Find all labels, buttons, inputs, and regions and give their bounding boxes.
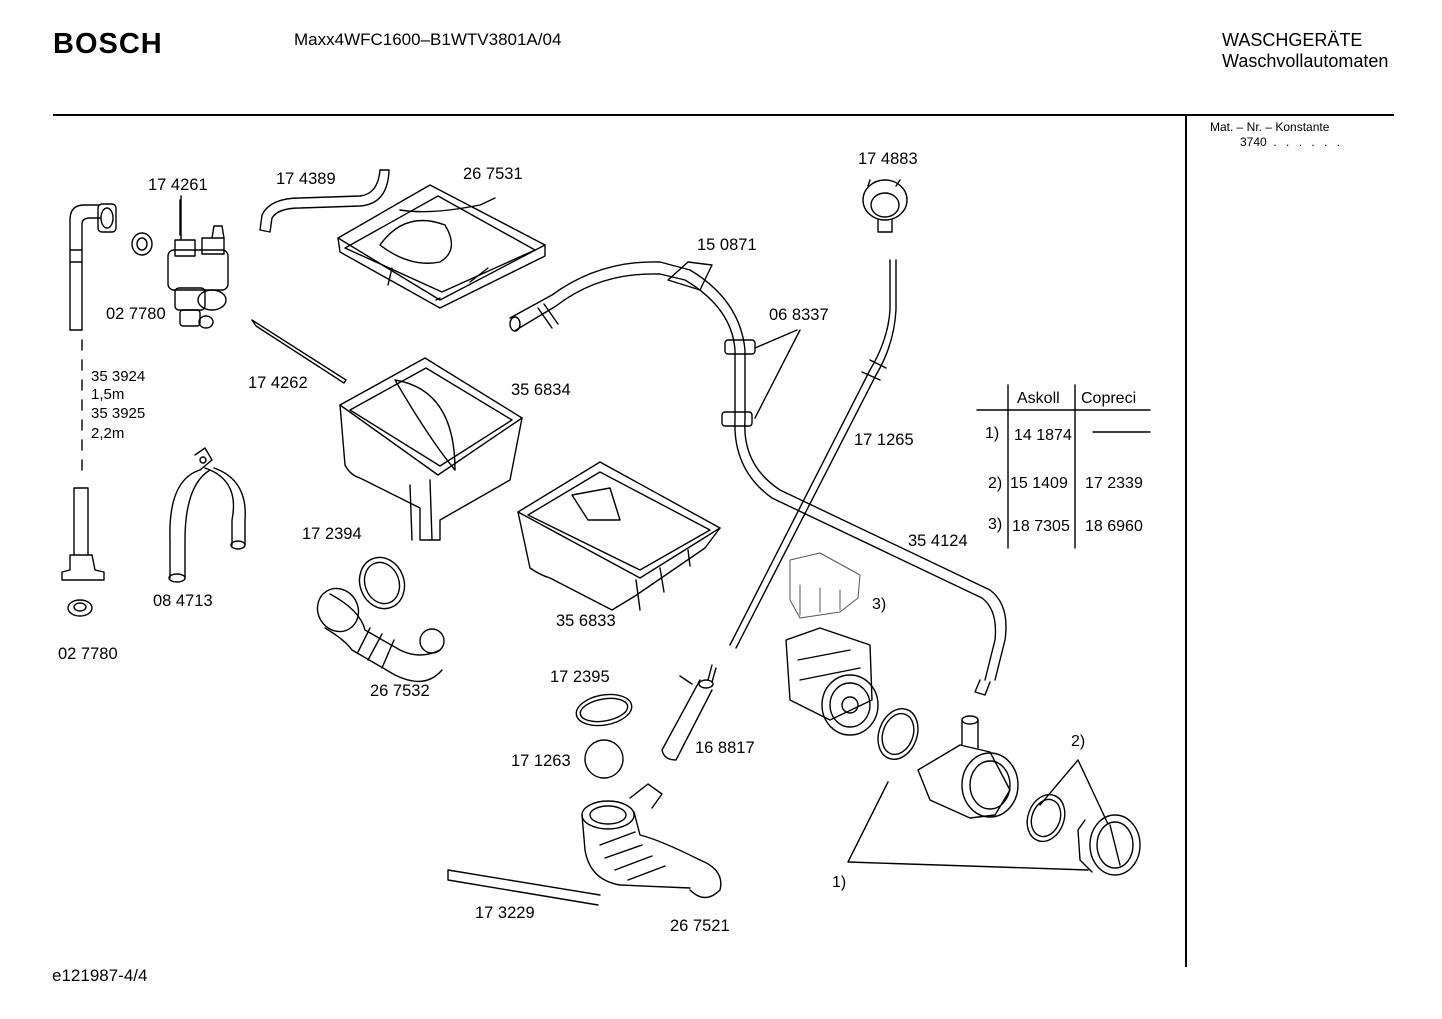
drain-pump xyxy=(786,628,878,735)
part-label-356834: 35 6834 xyxy=(511,381,571,399)
part-label-168817: 16 8817 xyxy=(695,739,755,757)
table-cell-askoll: 15 1409 xyxy=(1010,475,1068,492)
pump-cover xyxy=(790,553,860,618)
table-cell-copreci: 17 2339 xyxy=(1085,475,1143,492)
part-label-084713: 08 4713 xyxy=(153,592,213,610)
footnote-marker-2: 2) xyxy=(1071,733,1086,750)
part-label-354124: 35 4124 xyxy=(908,532,968,550)
brand-logo: BOSCH xyxy=(53,28,163,60)
part-label-027780-lower: 02 7780 xyxy=(58,645,118,663)
part-label-174883: 17 4883 xyxy=(858,150,918,168)
pressure-switch xyxy=(863,180,907,232)
footnote-marker-3: 3) xyxy=(872,596,887,613)
mat-nr-number: 3740 xyxy=(1240,135,1267,149)
inlet-hose-lower-end xyxy=(62,488,104,580)
mat-nr-value: 3740 . . . . . . xyxy=(1240,135,1343,149)
part-label-173229: 17 3229 xyxy=(475,904,535,922)
inlet-valve xyxy=(168,200,228,328)
header-divider xyxy=(53,114,1394,116)
lint-filter xyxy=(1078,815,1140,875)
part-label-267521: 26 7521 xyxy=(670,917,730,935)
part-label-267531: 26 7531 xyxy=(463,165,523,183)
leader-line-note-1 xyxy=(848,782,1088,870)
table-cell-copreci: 18 6960 xyxy=(1085,518,1143,535)
part-label-172395: 17 2395 xyxy=(550,668,610,686)
table-row-mark: 2) xyxy=(988,475,1003,492)
hose-length-1-5m: 1,5m xyxy=(91,386,125,403)
mat-nr-label: Mat. – Nr. – Konstante xyxy=(1210,120,1330,134)
table-cell-askoll: 18 7305 xyxy=(1012,518,1070,535)
table-header-copreci: Copreci xyxy=(1081,390,1137,407)
document-id: e121987-4/4 xyxy=(52,966,148,985)
drawer-housing-lower xyxy=(518,462,720,610)
part-label-174389: 17 4389 xyxy=(276,170,336,188)
connector-tube xyxy=(252,320,346,383)
drawer-cover xyxy=(338,185,545,308)
pump-gasket-ring xyxy=(871,703,924,765)
part-label-356833: 35 6833 xyxy=(556,612,616,630)
part-label-174262: 17 4262 xyxy=(248,374,308,392)
pressure-hose xyxy=(730,260,896,648)
category-title: WASCHGERÄTE xyxy=(1222,30,1363,50)
model-number: Maxx4WFC1600–B1WTV3801A/04 xyxy=(294,30,562,49)
table-cell-askoll: 14 1874 xyxy=(1014,427,1072,444)
air-trap xyxy=(662,665,716,760)
part-label-027780-upper: 02 7780 xyxy=(106,305,166,323)
hose-length-2-2m: 2,2m xyxy=(91,425,125,442)
table-row-mark: 3) xyxy=(988,516,1003,533)
seal-ring xyxy=(352,551,411,615)
sump-hose xyxy=(582,784,721,898)
part-label-172394: 17 2394 xyxy=(302,525,362,543)
table-row-mark: 1) xyxy=(985,425,1000,442)
part-label-171265: 17 1265 xyxy=(854,431,914,449)
leader-line-note-2 xyxy=(1040,760,1108,824)
part-label-267532: 26 7532 xyxy=(370,682,430,700)
filter-gasket-ring xyxy=(1021,789,1071,846)
hose-holder-bracket xyxy=(169,448,245,582)
part-label-174261: 17 4261 xyxy=(148,176,208,194)
footnote-marker-1: 1) xyxy=(832,874,847,891)
category-subtitle: Waschvollautomaten xyxy=(1222,51,1389,71)
part-label-171263: 17 1263 xyxy=(511,752,571,770)
mat-nr-dots: . . . . . . xyxy=(1273,135,1344,149)
leader-line-clip xyxy=(755,330,800,418)
drain-hose xyxy=(448,870,600,905)
pump-housing xyxy=(918,716,1018,818)
sidebar-divider xyxy=(1185,116,1187,967)
part-label-353924: 35 3924 xyxy=(91,368,146,385)
sealing-washer-icon xyxy=(132,233,152,255)
hose-assembly xyxy=(510,262,1006,695)
inlet-hose-elbow xyxy=(70,204,116,330)
part-label-068337: 06 8337 xyxy=(769,306,829,324)
drawer-housing-upper xyxy=(340,358,522,540)
part-label-150871: 15 0871 xyxy=(697,236,757,254)
sealing-washer-lower-icon xyxy=(68,600,92,616)
variant-table-grid xyxy=(977,385,1150,548)
part-label-353925: 35 3925 xyxy=(91,405,146,422)
table-header-askoll: Askoll xyxy=(1017,390,1060,407)
bellows-hose xyxy=(310,581,444,681)
drain-seal-ring xyxy=(574,690,634,729)
drain-ball xyxy=(585,740,623,778)
short-hose-bend xyxy=(260,170,389,232)
